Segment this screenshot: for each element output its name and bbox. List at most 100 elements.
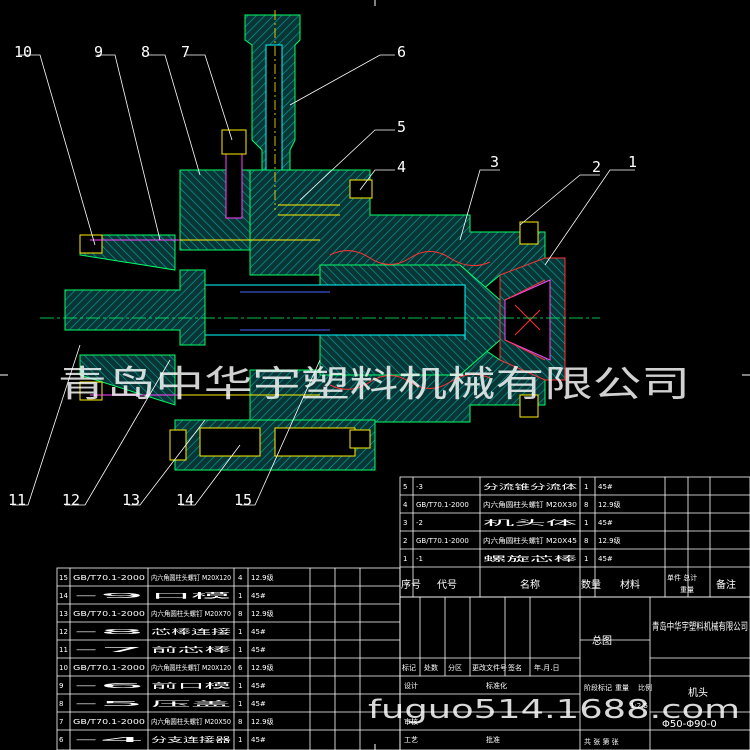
design-row: 审核 xyxy=(404,717,418,726)
row-code: -9 xyxy=(73,592,145,600)
row-material: 12.9级 xyxy=(598,536,621,545)
row-material: 45# xyxy=(251,736,266,744)
row-name: 分支连接器 xyxy=(151,735,231,744)
row-material: 45# xyxy=(598,483,613,491)
row-qty: 8 xyxy=(238,610,242,618)
rev-header: 分区 xyxy=(448,663,462,672)
row-name: 分流锥分流体 xyxy=(483,482,577,491)
part-label: 10 xyxy=(14,43,32,61)
row-code: GB/T70.1-2000 xyxy=(416,501,469,509)
row-material: 45# xyxy=(251,700,266,708)
part-numbers: 1 2 3 4 5 6 7 8 9 10 11 12 13 14 15 xyxy=(8,43,637,509)
row-no: 8 xyxy=(59,700,63,708)
row-code: -6 xyxy=(73,682,151,690)
row-code: -3 xyxy=(416,483,423,491)
design-row: 设计 xyxy=(404,681,418,690)
rear-die-part-11 xyxy=(64,269,206,346)
row-qty: 1 xyxy=(238,700,242,708)
bolt-part-2 xyxy=(519,221,539,245)
bolt-head-part-7 xyxy=(221,129,247,155)
row-name: 螺旋芯棒 xyxy=(483,554,577,563)
row-code: -2 xyxy=(416,519,423,527)
row-code: -5 xyxy=(73,700,145,708)
row-material: 45# xyxy=(598,555,613,563)
row-no: 13 xyxy=(59,610,68,618)
row-qty: 8 xyxy=(584,537,588,545)
leader-lines xyxy=(12,54,635,506)
row-code: GB/T70.1-2000 xyxy=(416,537,469,545)
scale-value: 1:2.5 xyxy=(630,702,648,710)
row-name: 内六角圆柱头螺钉 M20X70 xyxy=(151,609,231,618)
company-name: 青岛中华宇塑料机械有限公司 xyxy=(652,620,748,633)
row-name: 内六角圆柱头螺钉 M20X45 xyxy=(483,536,577,545)
row-code: -8 xyxy=(73,628,145,636)
approve-label: 批准 xyxy=(486,735,500,744)
row-no: 10 xyxy=(59,664,68,672)
row-no: 2 xyxy=(403,537,407,545)
part-label: 3 xyxy=(490,153,499,171)
row-name: 内六角圆柱头螺钉 M20X50 xyxy=(151,717,231,726)
part-label: 7 xyxy=(181,43,190,61)
row-name: 芯棒连接 xyxy=(151,627,231,636)
hdr-remark: 备注 xyxy=(716,578,736,591)
bolt-lower-block xyxy=(349,429,371,449)
row-material: 45# xyxy=(251,628,266,636)
part-label: 12 xyxy=(62,491,80,509)
spiral-flow-channels xyxy=(329,250,546,390)
row-material: 12.9级 xyxy=(598,500,621,509)
row-no: 3 xyxy=(403,519,407,527)
drawing-number: Φ50-Φ90-0 xyxy=(662,719,717,730)
row-qty: 1 xyxy=(238,646,242,654)
part-label: 8 xyxy=(141,43,150,61)
bolt-lower-right xyxy=(519,394,539,418)
hdr-qty: 数量 xyxy=(581,578,601,591)
row-material: 12.9级 xyxy=(251,573,274,582)
row-no: 14 xyxy=(59,592,68,600)
row-material: 45# xyxy=(251,682,266,690)
watermark-site: fuguo514.1688.com xyxy=(368,695,740,725)
row-no: 9 xyxy=(59,682,63,690)
row-name: 前口模 xyxy=(151,681,231,690)
rev-header: 处数 xyxy=(424,663,438,672)
hdr-weight: 单件 总计 xyxy=(667,573,697,582)
row-no: 7 xyxy=(59,718,63,726)
row-name: 内六角圆柱头螺钉 M20X120 xyxy=(151,663,231,672)
row-material: 12.9级 xyxy=(251,609,274,618)
row-name: 口模 xyxy=(151,591,231,600)
row-material: 12.9级 xyxy=(251,663,274,672)
drawing-title: 总图 xyxy=(592,634,612,647)
row-no: 6 xyxy=(59,736,64,744)
parts-right-header: 序号 代号 名称 数量 材料 单件 总计 重量 备注 xyxy=(401,573,736,594)
hdr-code: 代号 xyxy=(437,579,457,591)
part-label: 9 xyxy=(94,43,103,61)
stage-header: 比例 xyxy=(638,683,652,692)
title-block-text: 青岛中华宇塑料机械有限公司 总图 机头 Φ50-Φ90-0 标记 处数 分区 更… xyxy=(402,620,748,746)
std-label: 标准化 xyxy=(486,681,507,690)
bolt-part-13 xyxy=(199,427,261,457)
row-qty: 8 xyxy=(584,501,588,509)
rev-header: 更改文件号 xyxy=(472,663,507,672)
row-qty: 1 xyxy=(238,682,242,690)
design-row: 工艺 xyxy=(404,736,418,744)
row-no: 11 xyxy=(59,646,68,654)
part-label: 5 xyxy=(397,118,406,136)
internal-bolts xyxy=(90,204,340,396)
row-material: 45# xyxy=(251,646,266,654)
row-qty: 8 xyxy=(238,718,242,726)
row-no: 5 xyxy=(403,483,407,491)
row-material: 12.9级 xyxy=(251,717,274,726)
part-label: 11 xyxy=(8,491,26,509)
row-qty: 6 xyxy=(238,664,243,672)
row-qty: 1 xyxy=(238,628,242,636)
part-label: 14 xyxy=(176,491,194,509)
row-code: GB/T70.1-2000 xyxy=(73,610,145,618)
row-code: -7 xyxy=(73,646,145,654)
row-no: 4 xyxy=(403,501,408,509)
part-label: 4 xyxy=(397,158,406,176)
part-label: 15 xyxy=(234,491,252,509)
row-qty: 1 xyxy=(584,555,588,563)
parts-list-right xyxy=(399,476,750,598)
